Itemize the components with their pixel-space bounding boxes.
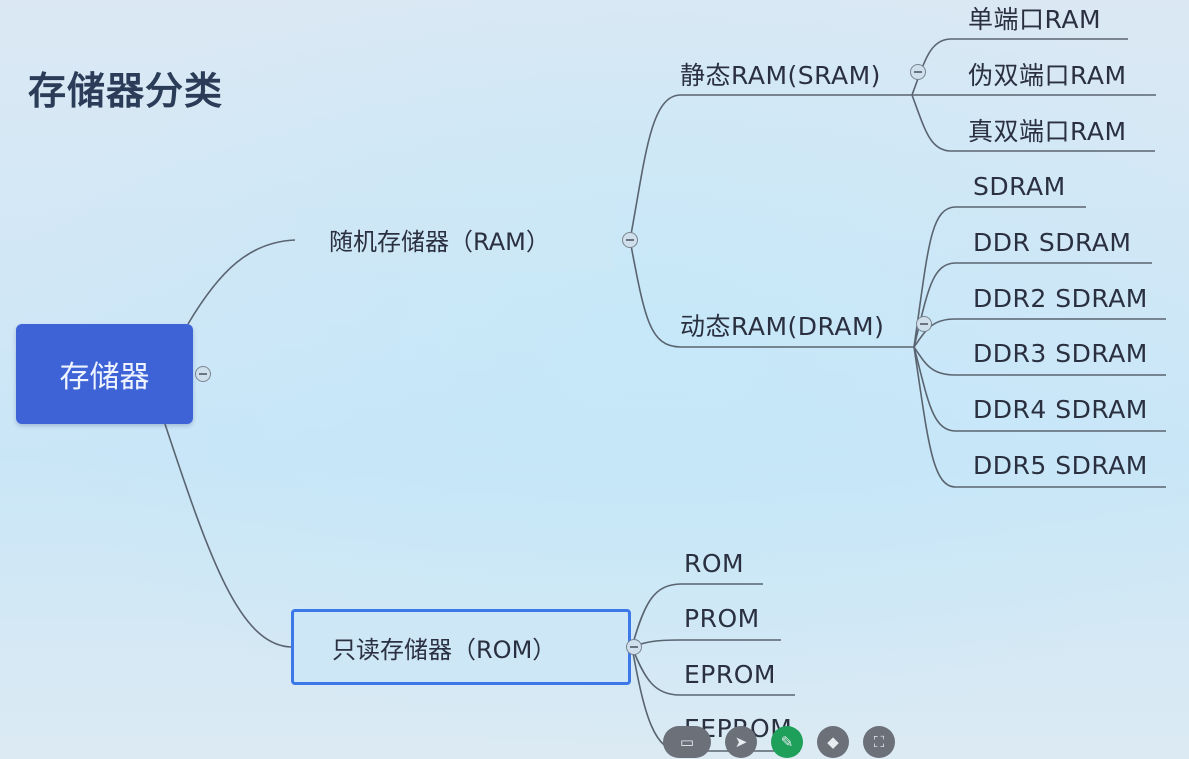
- sram-child-2[interactable]: 伪双端口RAM: [968, 57, 1127, 91]
- dram-child-1[interactable]: SDRAM: [973, 169, 1066, 203]
- leaf-label: DDR SDRAM: [973, 227, 1132, 257]
- edge-rom-2: [631, 639, 781, 648]
- leaf-label: EPROM: [684, 659, 776, 689]
- dram-node[interactable]: 动态RAM(DRAM): [680, 308, 884, 342]
- leaf-label: PROM: [684, 603, 760, 633]
- rom-child-3[interactable]: EPROM: [684, 657, 776, 691]
- ram-node[interactable]: 随机存储器（RAM）: [295, 208, 613, 270]
- pen-icon[interactable]: ✎: [771, 726, 803, 758]
- rom-node-label: 只读存储器（ROM）: [332, 635, 557, 664]
- leaf-label: 伪双端口RAM: [968, 61, 1127, 90]
- leaf-label: DDR4 SDRAM: [973, 394, 1148, 424]
- root-node[interactable]: 存储器: [16, 324, 193, 424]
- minus-icon: [914, 71, 922, 73]
- dram-child-2[interactable]: DDR SDRAM: [973, 225, 1131, 259]
- dram-child-6[interactable]: DDR5 SDRAM: [973, 448, 1148, 482]
- rom-child-1[interactable]: ROM: [684, 546, 744, 580]
- collapse-rom-button[interactable]: [626, 639, 642, 655]
- sram-child-3[interactable]: 真双端口RAM: [968, 113, 1127, 147]
- leaf-label: 真双端口RAM: [968, 117, 1127, 146]
- collapse-sram-button[interactable]: [910, 64, 926, 80]
- minus-icon: [630, 646, 638, 648]
- leaf-label: 单端口RAM: [968, 5, 1102, 34]
- dram-node-label: 动态RAM(DRAM): [680, 312, 885, 341]
- leaf-label: SDRAM: [973, 171, 1066, 201]
- leaf-label: ROM: [684, 548, 745, 578]
- dram-child-5[interactable]: DDR4 SDRAM: [973, 392, 1148, 426]
- leaf-label: DDR5 SDRAM: [973, 450, 1148, 480]
- minus-icon: [920, 323, 928, 325]
- collapse-dram-button[interactable]: [916, 316, 932, 332]
- ram-node-label: 随机存储器（RAM）: [329, 227, 550, 256]
- annotation-toolbar: ▭ ➤ ✎ ◆ ⛶: [663, 726, 895, 759]
- edge-root-ram: [187, 239, 296, 325]
- sram-node[interactable]: 静态RAM(SRAM): [680, 57, 881, 91]
- rom-child-2[interactable]: PROM: [684, 601, 760, 635]
- edge-root-rom: [164, 423, 292, 648]
- leaf-label: DDR2 SDRAM: [973, 283, 1148, 313]
- eraser-icon[interactable]: ◆: [817, 726, 849, 758]
- sram-node-label: 静态RAM(SRAM): [680, 61, 881, 90]
- page-title: 存储器分类: [28, 69, 224, 113]
- dram-child-3[interactable]: DDR2 SDRAM: [973, 281, 1148, 315]
- pointer-icon[interactable]: ➤: [725, 726, 757, 758]
- edge-ram-sram: [629, 94, 912, 241]
- collapse-ram-button[interactable]: [622, 232, 638, 248]
- leaf-label: DDR3 SDRAM: [973, 338, 1148, 368]
- collapse-root-button[interactable]: [195, 366, 211, 382]
- dram-child-4[interactable]: DDR3 SDRAM: [973, 336, 1148, 370]
- screen-icon[interactable]: ▭: [663, 726, 711, 758]
- minus-icon: [626, 239, 634, 241]
- minus-icon: [199, 373, 207, 375]
- root-node-label: 存储器: [59, 360, 150, 395]
- sram-child-1[interactable]: 单端口RAM: [968, 1, 1101, 35]
- fullscreen-icon[interactable]: ⛶: [863, 726, 895, 758]
- rom-node[interactable]: 只读存储器（ROM）: [291, 609, 631, 685]
